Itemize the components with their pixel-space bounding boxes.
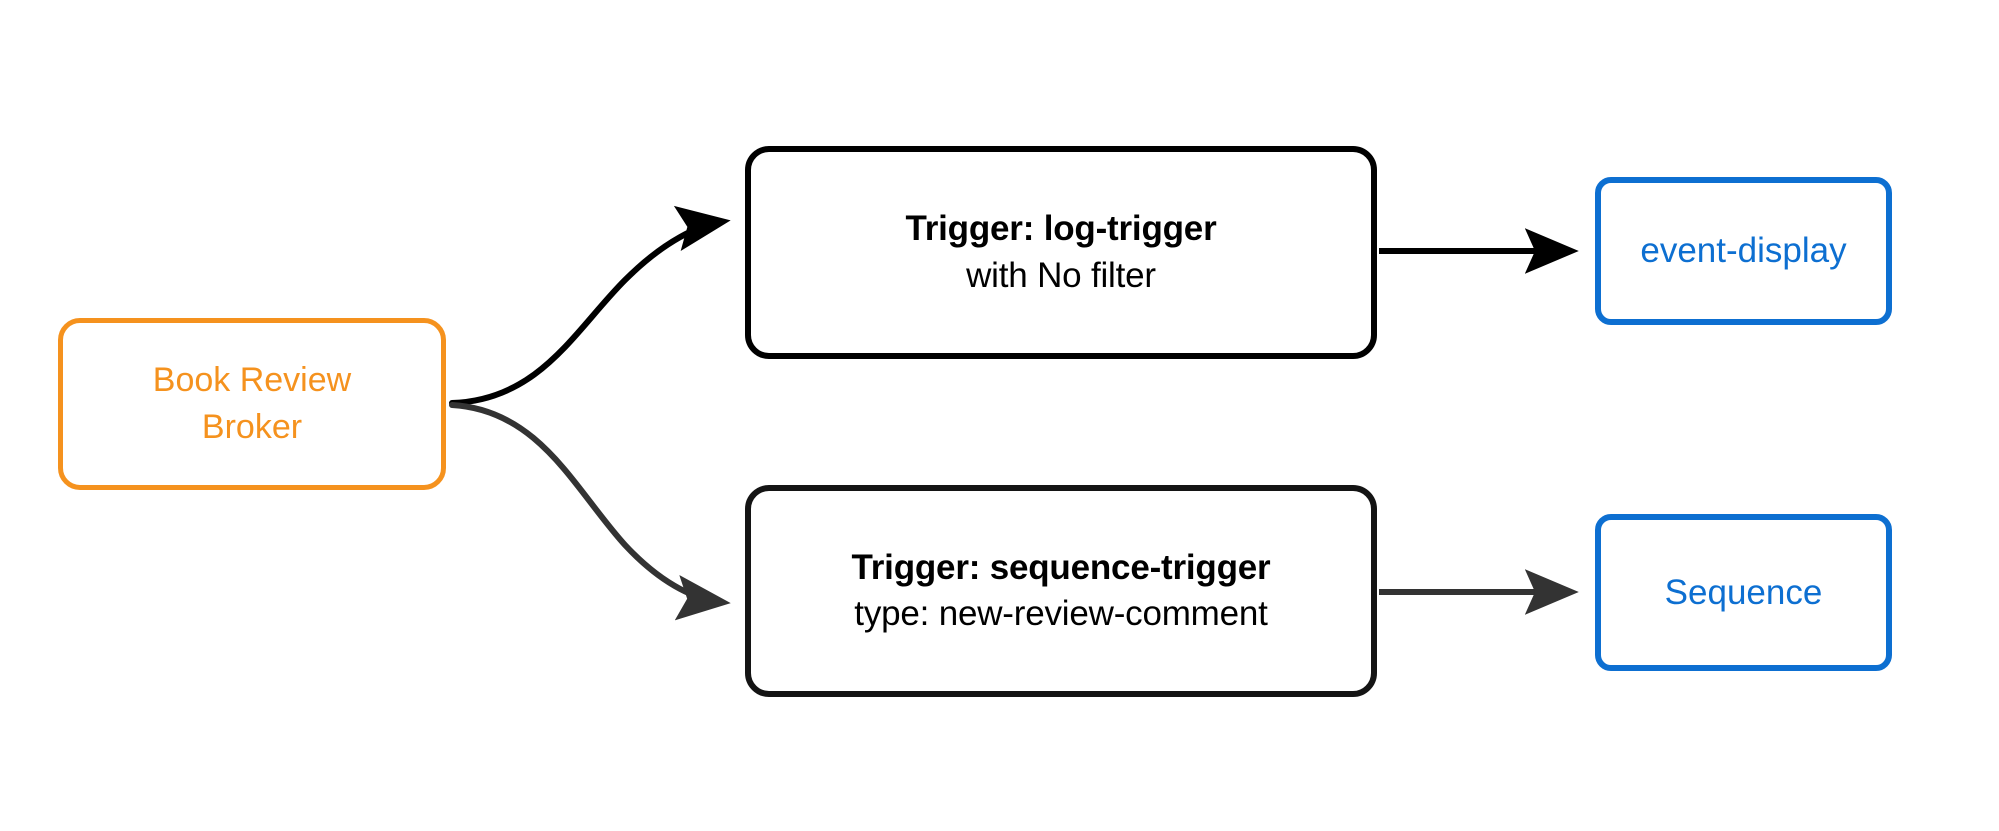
trigger-log-title: Trigger: log-trigger	[905, 209, 1217, 249]
broker-label-line-2: Broker	[201, 408, 303, 446]
node-book-review-broker[interactable]: Book Review Broker	[58, 318, 446, 490]
node-trigger-sequence-trigger[interactable]: Trigger: sequence-trigger type: new-revi…	[745, 485, 1377, 697]
sequence-label: Sequence	[1664, 572, 1823, 612]
edge-broker-to-log-trigger	[449, 205, 731, 406]
broker-label-line-1: Book Review	[152, 361, 352, 400]
node-sequence[interactable]: Sequence	[1595, 514, 1892, 671]
trigger-sequence-subtitle: type: new-review-comment	[854, 594, 1268, 633]
node-trigger-log-trigger[interactable]: Trigger: log-trigger with No filter	[745, 146, 1377, 359]
node-event-display[interactable]: event-display	[1595, 177, 1892, 325]
event-display-label: event-display	[1640, 231, 1847, 271]
edge-broker-to-sequence-trigger	[449, 402, 731, 621]
trigger-log-subtitle: with No filter	[966, 255, 1156, 295]
trigger-sequence-title: Trigger: sequence-trigger	[851, 547, 1271, 587]
